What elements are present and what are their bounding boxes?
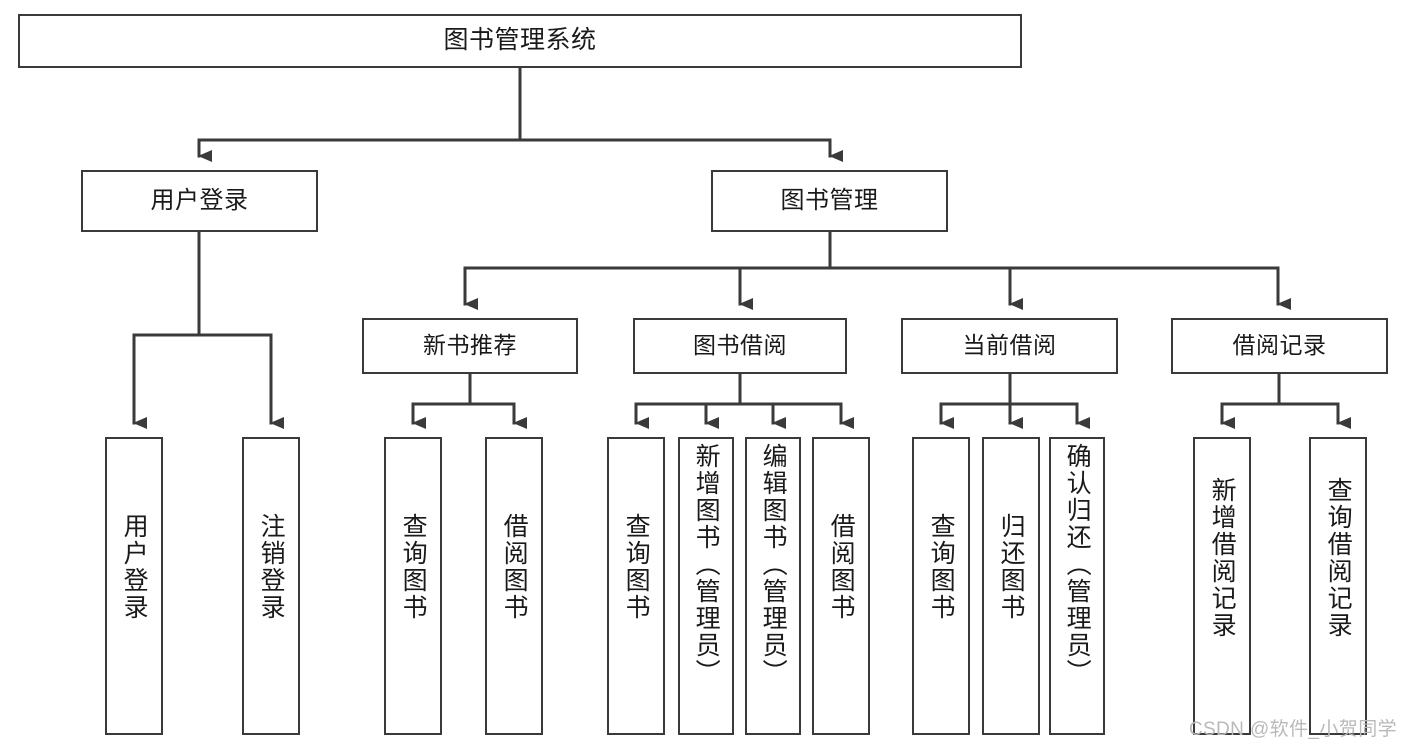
node-new-book-recommend-label: 新书推荐 [423,332,517,359]
leaf-add-record[interactable]: 新增借阅记录 [1193,437,1251,735]
leaf-user-logout[interactable]: 注销登录 [242,437,300,735]
node-book-manage-label: 图书管理 [780,186,879,214]
watermark: CSDN @软件_小贺同学 [1188,719,1397,740]
node-user-login-label: 用户登录 [150,186,249,214]
leaf-query-record-label: 查询借阅记录 [1324,477,1353,639]
leaf-add-book-label: 新增图书（管理员） [692,443,721,686]
leaf-query-record[interactable]: 查询借阅记录 [1309,437,1367,735]
leaf-borrow-book-2[interactable]: 借阅图书 [812,437,870,735]
node-current-borrow[interactable]: 当前借阅 [901,318,1118,374]
leaf-query-book-1-label: 查询图书 [399,513,428,621]
node-root-label: 图书管理系统 [443,26,597,55]
leaf-user-login-label: 用户登录 [120,513,149,621]
leaf-edit-book-label: 编辑图书（管理员） [759,443,788,686]
leaf-query-book-2[interactable]: 查询图书 [607,437,665,735]
leaf-query-book-1[interactable]: 查询图书 [384,437,442,735]
leaf-borrow-book-2-label: 借阅图书 [827,513,856,621]
leaf-return-book-label: 归还图书 [997,513,1026,621]
leaf-user-login[interactable]: 用户登录 [105,437,163,735]
leaf-query-book-3[interactable]: 查询图书 [912,437,970,735]
leaf-borrow-book-1[interactable]: 借阅图书 [485,437,543,735]
leaf-query-book-3-label: 查询图书 [927,513,956,621]
leaf-query-book-2-label: 查询图书 [622,513,651,621]
leaf-user-logout-label: 注销登录 [257,513,286,621]
leaf-edit-book[interactable]: 编辑图书（管理员） [745,437,801,735]
leaf-return-book[interactable]: 归还图书 [982,437,1040,735]
node-borrow-record[interactable]: 借阅记录 [1171,318,1388,374]
node-book-manage[interactable]: 图书管理 [711,170,948,232]
node-new-book-recommend[interactable]: 新书推荐 [362,318,578,374]
node-current-borrow-label: 当前借阅 [962,332,1057,359]
node-user-login[interactable]: 用户登录 [81,170,318,232]
leaf-add-record-label: 新增借阅记录 [1208,477,1237,639]
leaf-confirm-return[interactable]: 确认归还（管理员） [1049,437,1105,735]
leaf-borrow-book-1-label: 借阅图书 [500,513,529,621]
leaf-confirm-return-label: 确认归还（管理员） [1063,443,1092,686]
node-borrow-record-label: 借阅记录 [1232,332,1327,359]
leaf-add-book[interactable]: 新增图书（管理员） [678,437,734,735]
node-book-borrow[interactable]: 图书借阅 [633,318,847,374]
node-root[interactable]: 图书管理系统 [18,14,1022,68]
node-book-borrow-label: 图书借阅 [693,332,787,359]
